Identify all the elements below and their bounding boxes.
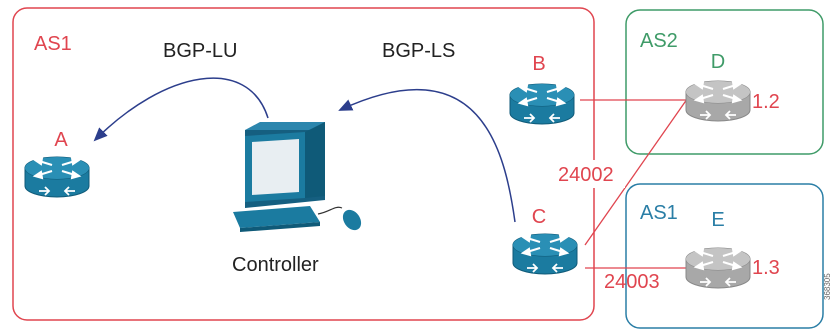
link-label-c-d: 24002 bbox=[558, 164, 614, 186]
router-b bbox=[509, 83, 575, 125]
as1-domain-label: AS1 bbox=[34, 33, 72, 55]
router-e bbox=[685, 247, 751, 289]
as2-domain-label: AS2 bbox=[640, 30, 678, 52]
bgp-lu-label: BGP-LU bbox=[163, 40, 237, 62]
router-c bbox=[512, 233, 578, 275]
bgp-ls-label: BGP-LS bbox=[382, 40, 455, 62]
link-c-d bbox=[584, 91, 693, 246]
link-label-bg-24002 bbox=[555, 160, 625, 188]
router-d bbox=[685, 80, 751, 122]
as1-remote-domain-box bbox=[625, 183, 824, 329]
router-e-label: E bbox=[711, 209, 724, 231]
links bbox=[580, 91, 693, 269]
router-c-label: C bbox=[532, 206, 546, 228]
link-label-c-e: 24003 bbox=[604, 271, 660, 293]
router-a bbox=[24, 156, 90, 198]
router-b-label: B bbox=[532, 53, 545, 75]
as1-remote-domain-label: AS1 bbox=[640, 202, 678, 224]
router-d-label: D bbox=[711, 51, 725, 73]
router-d-address: 1.2 bbox=[752, 91, 780, 113]
as2-domain-box bbox=[625, 9, 824, 155]
bgp-lu-arrow bbox=[93, 77, 269, 142]
controller-label: Controller bbox=[232, 254, 319, 276]
figure-id: 368305 bbox=[823, 273, 832, 300]
router-e-address: 1.3 bbox=[752, 257, 780, 279]
controller-computer-icon bbox=[233, 122, 362, 232]
router-a-label: A bbox=[54, 129, 68, 151]
bgp-ls-arrow bbox=[338, 88, 516, 223]
